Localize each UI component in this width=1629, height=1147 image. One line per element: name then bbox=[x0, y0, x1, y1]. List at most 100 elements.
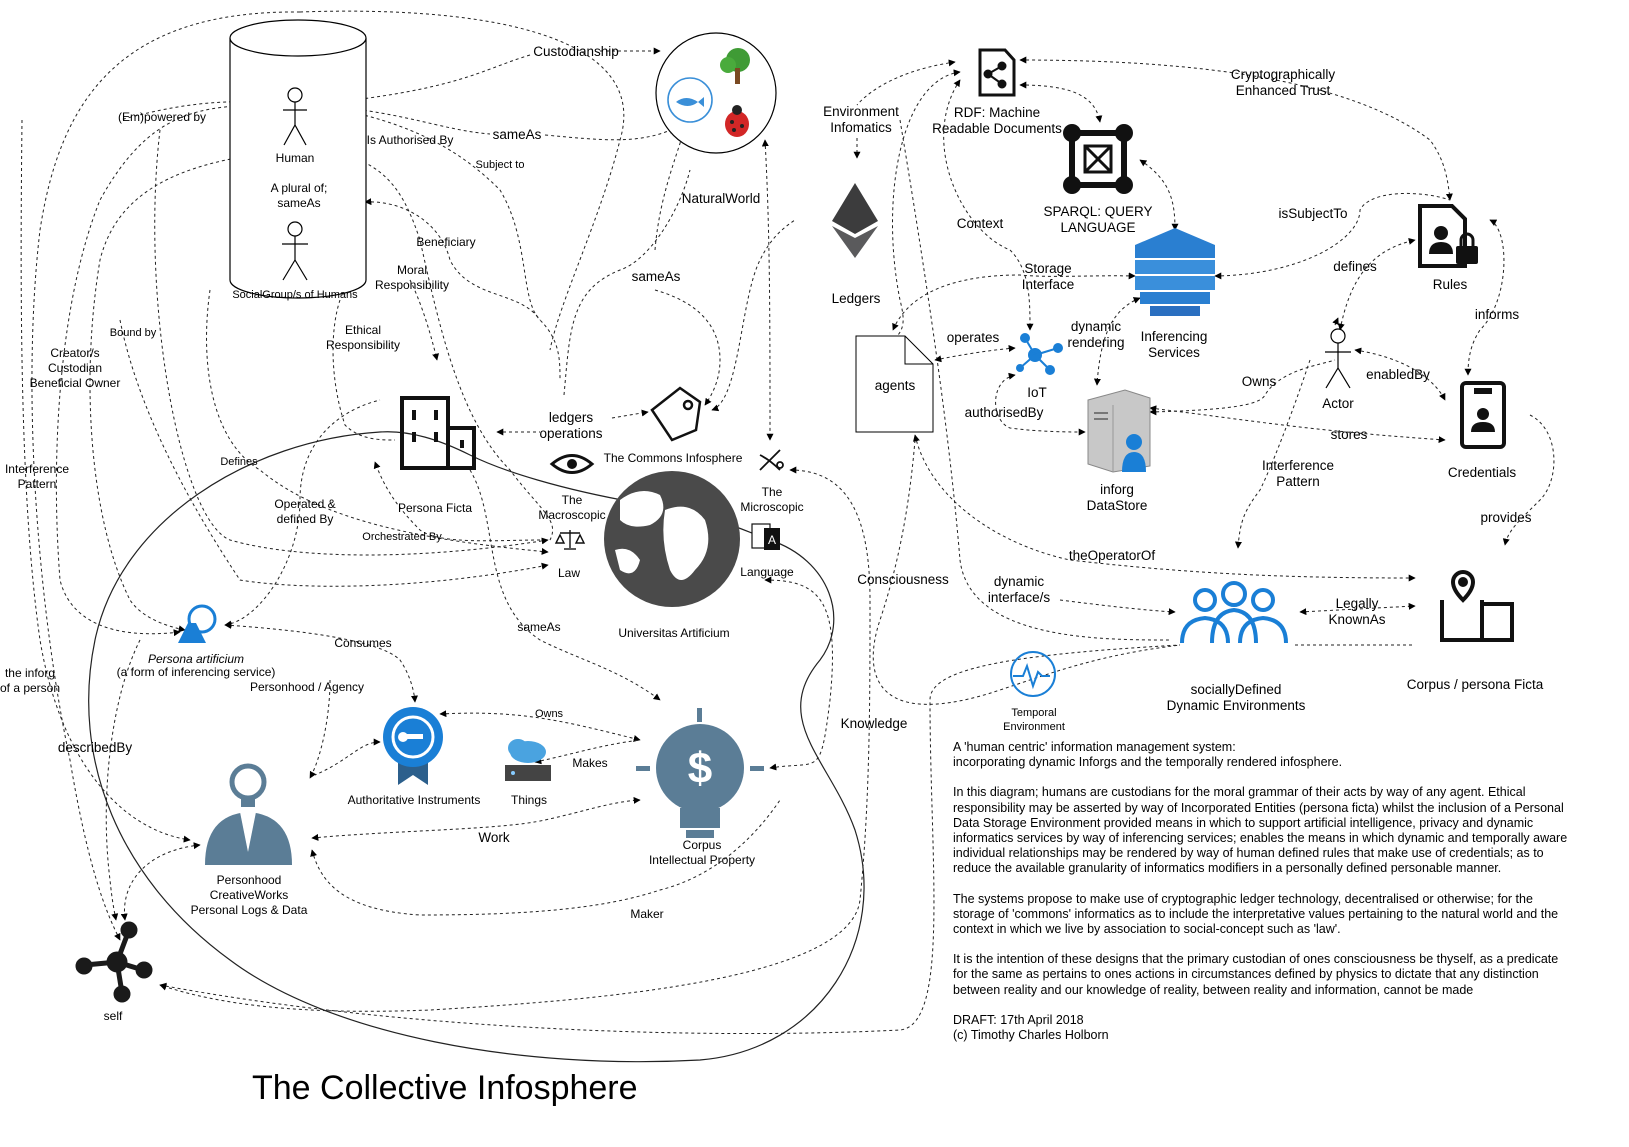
natural-world-icon bbox=[655, 32, 777, 154]
authoritative-instruments-label: Authoritative Instruments bbox=[347, 793, 481, 807]
edge-informs: informs bbox=[1474, 307, 1520, 322]
edge-is-subject-to: isSubjectTo bbox=[1278, 206, 1348, 221]
edge-legally-known-as: Legally KnownAs bbox=[1328, 596, 1386, 627]
inferencing-services-icon bbox=[1135, 228, 1215, 316]
sparql-label: SPARQL: QUERY LANGUAGE bbox=[1043, 204, 1153, 235]
human-cylinder bbox=[229, 19, 367, 299]
actor-label: Actor bbox=[1322, 396, 1354, 411]
edge-creator-custodian: Creator/s Custodian Beneficial Owner bbox=[29, 346, 121, 390]
temporal-environment-icon bbox=[1010, 651, 1056, 697]
rdf-document-icon bbox=[978, 48, 1016, 97]
edge-defines-right: defines bbox=[1333, 259, 1377, 274]
dna-icon bbox=[759, 449, 784, 471]
persona-artificium-label: Persona artificium bbox=[147, 652, 245, 666]
inferencing-services-label: Inferencing Services bbox=[1140, 329, 1208, 360]
personhood-icon bbox=[205, 763, 292, 865]
agents-label: agents bbox=[874, 378, 916, 393]
edge-moral-responsibility: Moral Responsibility bbox=[374, 263, 450, 292]
edge-ledgers-operations: ledgers operations bbox=[539, 410, 603, 441]
edge-work: Work bbox=[478, 830, 510, 845]
edge-ethical-responsibility: Ethical Responsibility bbox=[325, 323, 401, 352]
ledgers-label: Ledgers bbox=[831, 291, 881, 306]
edge-provides: provides bbox=[1480, 510, 1532, 525]
natural-world-label: NaturalWorld bbox=[681, 191, 761, 206]
corpus-persona-ficta-icon bbox=[1440, 569, 1514, 642]
corpus-ip-label: Corpus Intellectual Property bbox=[648, 838, 756, 867]
inforg-datastore-icon bbox=[1087, 389, 1151, 473]
description-paragraph: A 'human centric' information management… bbox=[953, 740, 1343, 770]
personhood-label: Personhood CreativeWorks Personal Logs &… bbox=[190, 873, 308, 917]
iot-icon bbox=[1016, 333, 1063, 375]
actor-stickfigure-icon bbox=[1325, 328, 1351, 389]
edge-owns-mid: Owns bbox=[534, 708, 564, 720]
inforg-datastore-label: inforg DataStore bbox=[1086, 482, 1148, 513]
svg-text:$: $ bbox=[688, 744, 712, 793]
connectors bbox=[20, 10, 1555, 1063]
description-paragraph: The systems propose to make use of crypt… bbox=[953, 891, 1559, 937]
social-group-stickfigure-icon bbox=[282, 221, 308, 281]
building-icon bbox=[400, 396, 476, 470]
language-icon: A bbox=[751, 523, 780, 550]
draft-credit: DRAFT: 17th April 2018 (c) Timothy Charl… bbox=[953, 1012, 1109, 1043]
rules-label: Rules bbox=[1432, 277, 1468, 292]
edge-inforg-of-person: the inforg of a person bbox=[0, 666, 61, 695]
temporal-environment-label: Temporal Environment bbox=[1003, 707, 1065, 733]
things-label: Things bbox=[510, 793, 548, 807]
corpus-persona-ficta-label: Corpus / persona Ficta bbox=[1406, 677, 1544, 692]
edge-environment-informatics: Environment Infomatics bbox=[823, 104, 899, 135]
authoritative-instruments-icon bbox=[383, 707, 443, 785]
description-paragraph: It is the intention of these designs tha… bbox=[953, 952, 1559, 997]
edge-knowledge: Knowledge bbox=[840, 716, 908, 731]
microscopic-label: The Microscopic bbox=[740, 485, 804, 514]
eye-icon bbox=[549, 454, 595, 474]
edge-described-by: describedBy bbox=[57, 740, 133, 755]
edge-authorised-by: authorisedBy bbox=[964, 405, 1044, 420]
language-label: Language bbox=[740, 565, 794, 579]
scales-icon bbox=[554, 530, 586, 550]
edge-consumes: Consumes bbox=[334, 636, 392, 650]
persona-artificium-sublabel: (a form of inferencing service) bbox=[116, 665, 276, 679]
lightbulb-dollar-icon: $ bbox=[636, 708, 764, 838]
globe-icon bbox=[604, 471, 740, 607]
edge-the-operator-of: theOperatorOf bbox=[1068, 548, 1156, 563]
things-icon bbox=[505, 739, 551, 781]
universitas-label: Universitas Artificium bbox=[618, 626, 730, 640]
persona-artificium-icon bbox=[178, 604, 217, 643]
agents-document-icon bbox=[855, 335, 934, 433]
iot-label: IoT bbox=[1027, 385, 1047, 400]
description-paragraph: In this diagram; humans are custodians f… bbox=[953, 785, 1568, 876]
edge-stores: stores bbox=[1330, 427, 1368, 442]
diagram-title: The Collective Infosphere bbox=[252, 1069, 638, 1107]
self-network-icon bbox=[75, 921, 153, 1003]
commons-infosphere-label: The Commons Infosphere bbox=[603, 451, 743, 465]
edge-enabled-by: enabledBy bbox=[1366, 367, 1430, 382]
tag-icon bbox=[650, 386, 702, 442]
human-stickfigure-icon bbox=[283, 87, 307, 146]
edge-personhood-agency: Personhood / Agency bbox=[249, 680, 365, 694]
edge-same-as-1: sameAs bbox=[492, 127, 542, 142]
edge-operates: operates bbox=[946, 330, 1000, 345]
edge-same-as-2: sameAs bbox=[631, 269, 681, 284]
social-group-label: SocialGroup/s of Humans bbox=[232, 289, 358, 301]
persona-ficta-label: Persona Ficta bbox=[397, 501, 473, 515]
rdf-label: RDF: Machine Readable Documents bbox=[932, 105, 1062, 136]
sparql-icon bbox=[1063, 124, 1133, 194]
edge-beneficiary: Beneficiary bbox=[416, 235, 476, 249]
law-label: Law bbox=[557, 566, 581, 580]
credentials-label: Credentials bbox=[1447, 465, 1517, 480]
edge-interference-pattern-left: Interference Pattern bbox=[4, 462, 70, 491]
edge-crypto-trust: Cryptographically Enhanced Trust bbox=[1230, 67, 1336, 98]
self-label: self bbox=[103, 1009, 123, 1023]
svg-text:A: A bbox=[768, 533, 776, 547]
edge-dynamic-interfaces: dynamic interface/s bbox=[987, 574, 1051, 605]
credentials-icon bbox=[1460, 381, 1506, 449]
edge-orchestrated-by: Orchestrated By bbox=[362, 531, 442, 543]
macroscopic-label: The Macroscopic bbox=[538, 493, 606, 522]
edge-bound-by: Bound by bbox=[109, 327, 157, 339]
edge-dynamic-rendering: dynamic rendering bbox=[1067, 319, 1125, 350]
socially-defined-label: sociallyDefined Dynamic Environments bbox=[1166, 682, 1306, 713]
socially-defined-group-icon bbox=[1180, 581, 1288, 644]
edge-interference-pattern-right: Interference Pattern bbox=[1261, 458, 1335, 489]
edge-subject-to: Subject to bbox=[475, 159, 525, 171]
edge-empowered-by: (Em)powered by bbox=[117, 110, 207, 124]
